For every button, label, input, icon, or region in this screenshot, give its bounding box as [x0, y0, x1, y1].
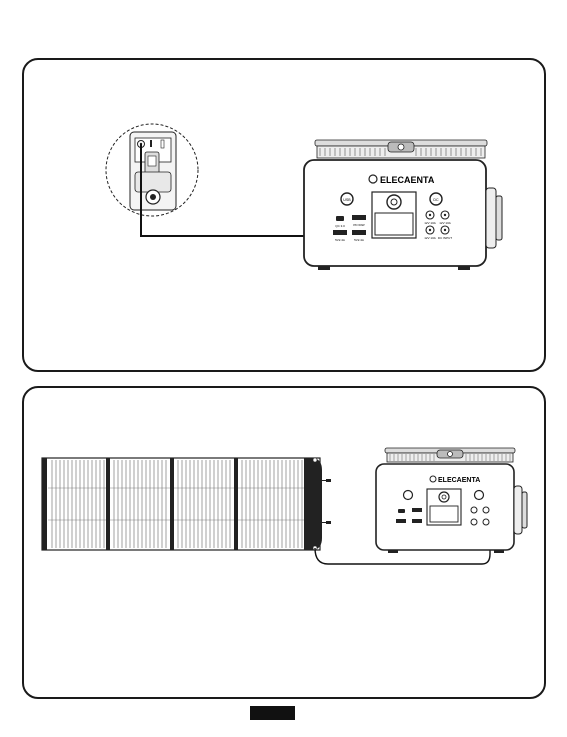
usb-port-label: QC 3.0 [335, 224, 345, 228]
dc-port-label: 12V 10A [424, 221, 436, 225]
dc-port-label: 12V 10A [424, 236, 436, 240]
dc-port-label: 12V 10A [439, 221, 451, 225]
port-zoom-detail [106, 124, 309, 236]
dc-button-label: DC [433, 198, 439, 202]
brand-logo-text: ELECAENTA [438, 477, 480, 484]
page-marker [250, 706, 295, 720]
power-station-device: ELECAENTA [376, 448, 527, 553]
usb-port-label: 5V2.4A [354, 238, 364, 242]
brand-logo-text: ELECAENTA [380, 175, 435, 185]
dc-connection-illustration: ELECAENTA USB DC QC 3.0 PD 60W 5V2.4A 5V… [24, 60, 548, 374]
usb-port-label: PD 60W [353, 223, 364, 227]
dc-input-label: DC INPUT [438, 236, 452, 240]
usb-port-label: 5V2.4A [335, 238, 345, 242]
usb-button-label: USB [343, 198, 351, 202]
instruction-panel-solar-connection: ELECAENTA [22, 386, 546, 699]
solar-connection-illustration: ELECAENTA [24, 388, 548, 701]
instruction-panel-dc-connection: ELECAENTA USB DC QC 3.0 PD 60W 5V2.4A 5V… [22, 58, 546, 372]
solar-panel [42, 458, 331, 550]
power-station-device: ELECAENTA USB DC QC 3.0 PD 60W 5V2.4A 5V… [304, 140, 502, 270]
